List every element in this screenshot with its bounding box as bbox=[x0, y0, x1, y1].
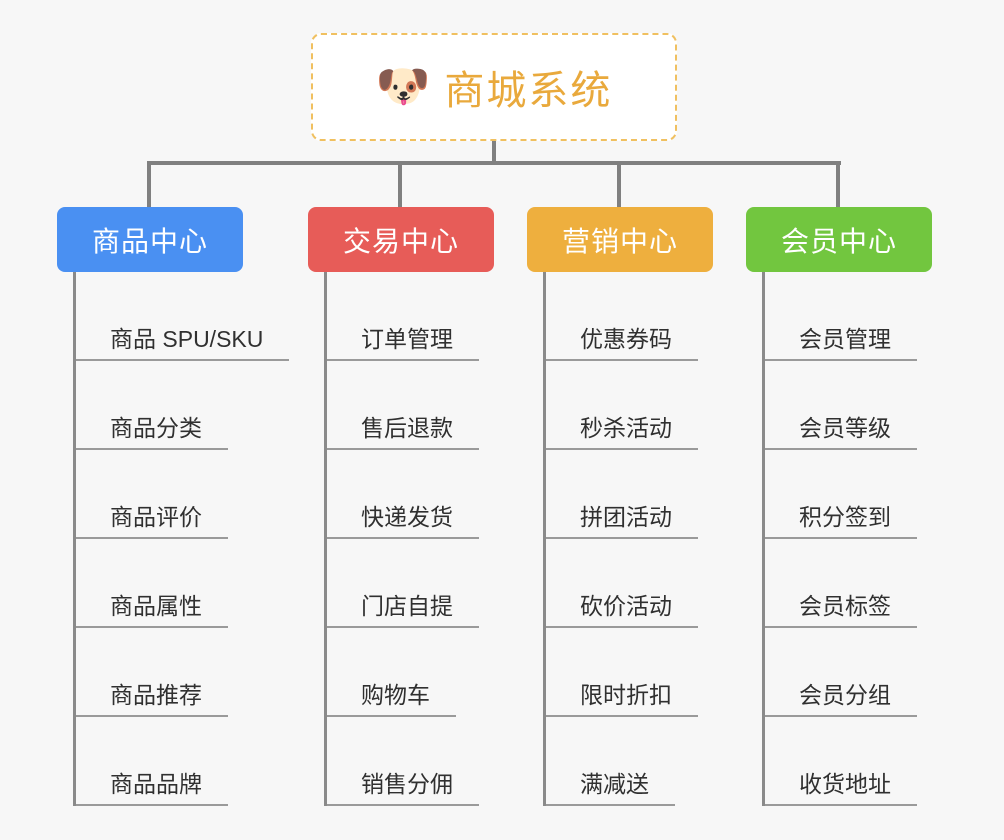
leaf-item[interactable]: 秒杀活动 bbox=[546, 361, 713, 450]
leaf-label: 商品推荐 bbox=[76, 682, 228, 717]
category-box-member-center[interactable]: 会员中心 bbox=[746, 207, 932, 272]
leaf-list-member-center: 会员管理会员等级积分签到会员标签会员分组收货地址 bbox=[762, 272, 932, 806]
leaf-item[interactable]: 商品评价 bbox=[76, 450, 243, 539]
leaf-label: 会员标签 bbox=[765, 593, 917, 628]
connector-root-stem bbox=[492, 141, 496, 164]
leaf-item[interactable]: 限时折扣 bbox=[546, 628, 713, 717]
leaf-label: 拼团活动 bbox=[546, 504, 698, 539]
leaf-item[interactable]: 商品 SPU/SKU bbox=[76, 272, 290, 361]
category-label: 商品中心 bbox=[91, 225, 208, 257]
leaf-item[interactable]: 售后退款 bbox=[327, 361, 494, 450]
leaf-item[interactable]: 砍价活动 bbox=[546, 539, 713, 628]
category-label: 交易中心 bbox=[342, 225, 459, 257]
leaf-item[interactable]: 销售分佣 bbox=[327, 717, 494, 806]
leaf-item[interactable]: 会员管理 bbox=[765, 272, 932, 361]
leaf-label: 满减送 bbox=[546, 771, 675, 806]
leaf-label: 优惠券码 bbox=[546, 326, 698, 361]
leaf-label: 会员管理 bbox=[765, 326, 917, 361]
leaf-label: 门店自提 bbox=[327, 593, 479, 628]
column-trade-center: 交易中心订单管理售后退款快递发货门店自提购物车销售分佣 bbox=[308, 207, 494, 806]
leaf-label: 商品属性 bbox=[76, 593, 228, 628]
category-box-product-center[interactable]: 商品中心 bbox=[57, 207, 243, 272]
leaf-label: 会员等级 bbox=[765, 415, 917, 450]
leaf-item[interactable]: 商品推荐 bbox=[76, 628, 243, 717]
leaf-item[interactable]: 会员分组 bbox=[765, 628, 932, 717]
leaf-label: 商品 SPU/SKU bbox=[76, 326, 290, 361]
leaf-list-trade-center: 订单管理售后退款快递发货门店自提购物车销售分佣 bbox=[324, 272, 494, 806]
leaf-label: 商品评价 bbox=[76, 504, 228, 539]
leaf-label: 积分签到 bbox=[765, 504, 917, 539]
leaf-label: 商品品牌 bbox=[76, 771, 228, 806]
leaf-label: 砍价活动 bbox=[546, 593, 698, 628]
connector-drop-product-center bbox=[147, 161, 151, 207]
leaf-item[interactable]: 商品品牌 bbox=[76, 717, 243, 806]
leaf-label: 销售分佣 bbox=[327, 771, 479, 806]
column-member-center: 会员中心会员管理会员等级积分签到会员标签会员分组收货地址 bbox=[746, 207, 932, 806]
leaf-item[interactable]: 商品属性 bbox=[76, 539, 243, 628]
leaf-item[interactable]: 会员等级 bbox=[765, 361, 932, 450]
root-title: 商城系统 bbox=[444, 69, 613, 113]
leaf-label: 会员分组 bbox=[765, 682, 917, 717]
column-product-center: 商品中心商品 SPU/SKU 商品分类商品评价商品属性商品推荐商品品牌 bbox=[57, 207, 290, 806]
category-label: 会员中心 bbox=[780, 225, 897, 257]
leaf-label: 限时折扣 bbox=[546, 682, 698, 717]
category-label: 营销中心 bbox=[561, 225, 678, 257]
leaf-item[interactable]: 购物车 bbox=[327, 628, 494, 717]
connector-horizontal-bus bbox=[149, 161, 841, 165]
dog-face-icon: 🐶 bbox=[375, 62, 431, 111]
leaf-item[interactable]: 优惠券码 bbox=[546, 272, 713, 361]
leaf-list-product-center: 商品 SPU/SKU 商品分类商品评价商品属性商品推荐商品品牌 bbox=[73, 272, 290, 806]
column-marketing-center: 营销中心优惠券码秒杀活动拼团活动砍价活动限时折扣满减送 bbox=[527, 207, 713, 806]
category-box-trade-center[interactable]: 交易中心 bbox=[308, 207, 494, 272]
leaf-item[interactable]: 会员标签 bbox=[765, 539, 932, 628]
leaf-item[interactable]: 收货地址 bbox=[765, 717, 932, 806]
connector-drop-member-center bbox=[836, 161, 840, 207]
leaf-item[interactable]: 满减送 bbox=[546, 717, 713, 806]
leaf-label: 快递发货 bbox=[327, 504, 479, 539]
leaf-label: 秒杀活动 bbox=[546, 415, 698, 450]
connector-drop-trade-center bbox=[398, 161, 402, 207]
leaf-item[interactable]: 快递发货 bbox=[327, 450, 494, 539]
connector-drop-marketing-center bbox=[617, 161, 621, 207]
leaf-list-marketing-center: 优惠券码秒杀活动拼团活动砍价活动限时折扣满减送 bbox=[543, 272, 713, 806]
leaf-item[interactable]: 商品分类 bbox=[76, 361, 243, 450]
leaf-label: 购物车 bbox=[327, 682, 456, 717]
leaf-item[interactable]: 门店自提 bbox=[327, 539, 494, 628]
leaf-item[interactable]: 积分签到 bbox=[765, 450, 932, 539]
leaf-item[interactable]: 订单管理 bbox=[327, 272, 494, 361]
leaf-item[interactable]: 拼团活动 bbox=[546, 450, 713, 539]
root-node[interactable]: 🐶 商城系统 bbox=[311, 33, 677, 141]
leaf-label: 收货地址 bbox=[765, 771, 917, 806]
category-box-marketing-center[interactable]: 营销中心 bbox=[527, 207, 713, 272]
leaf-label: 售后退款 bbox=[327, 415, 479, 450]
leaf-label: 订单管理 bbox=[327, 326, 479, 361]
leaf-label: 商品分类 bbox=[76, 415, 228, 450]
